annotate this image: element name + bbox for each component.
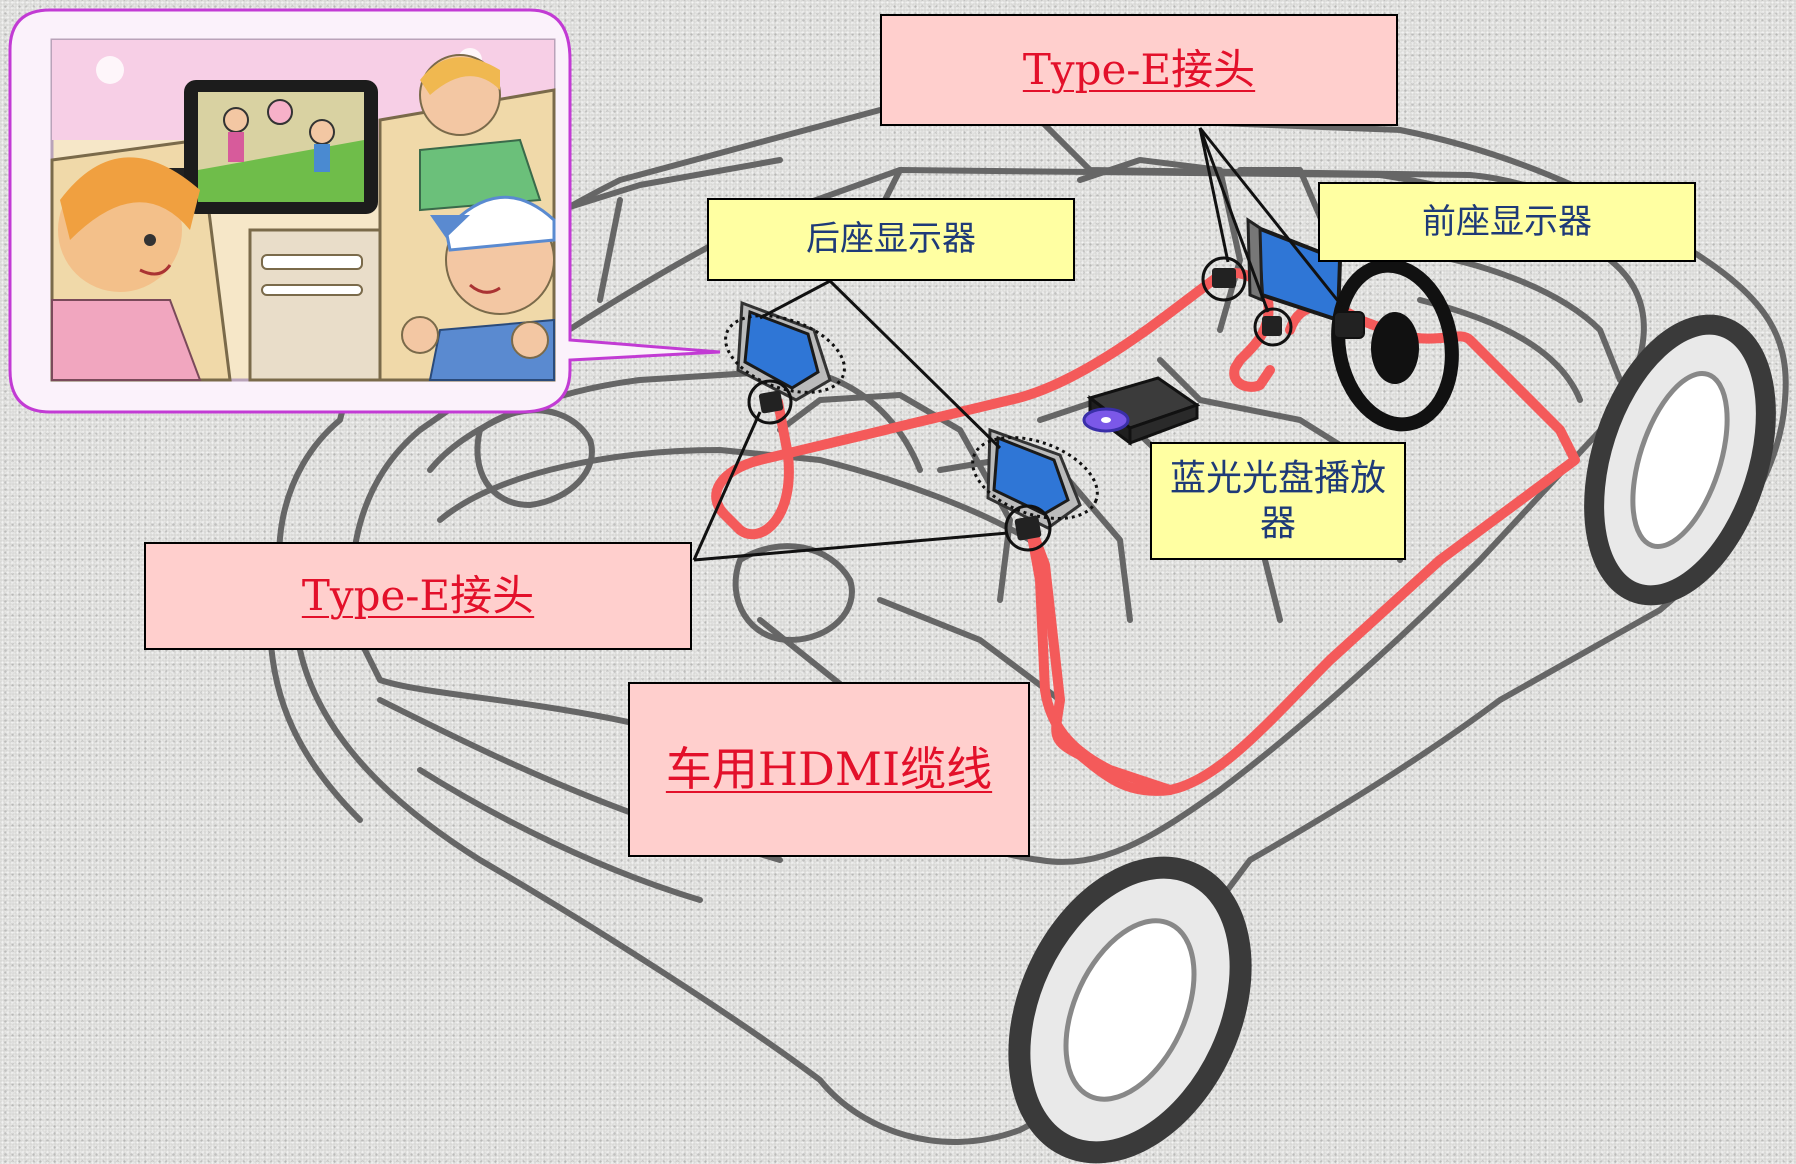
type-e-connector-label-top: Type-E接头 (880, 14, 1398, 126)
rear-display-right (971, 427, 1099, 552)
front-display-label: 前座显示器 (1318, 182, 1696, 262)
bluray-player-label-text: 蓝光光盘播放器 (1169, 458, 1386, 544)
rear-display-label: 后座显示器 (707, 198, 1075, 281)
type-e-connector-label-top-text: Type-E接头 (1022, 44, 1256, 94)
leader-lines (692, 127, 1344, 562)
hdmi-cable-label: 车用HDMI缆线 (628, 682, 1030, 857)
inset-callout (8, 8, 721, 414)
front-display-label-text: 前座显示器 (1422, 201, 1592, 242)
hdmi-cable-segment (1025, 520, 1175, 795)
front-wheel (1584, 314, 1776, 606)
inset-cartoon (50, 38, 556, 382)
bluray-player-label: 蓝光光盘播放器 (1150, 442, 1406, 560)
type-e-connector-label-left-text: Type-E接头 (301, 570, 535, 620)
rear-wheel (1008, 856, 1252, 1164)
steering-wheel (1331, 258, 1459, 432)
front-display (1201, 217, 1343, 347)
rear-display-left (724, 300, 846, 425)
bluray-player-device (1082, 376, 1201, 446)
hdmi-cable-label-text: 车用HDMI缆线 (665, 741, 993, 796)
rear-display-label-text: 后座显示器 (806, 219, 976, 260)
type-e-connector-label-left: Type-E接头 (144, 542, 692, 650)
